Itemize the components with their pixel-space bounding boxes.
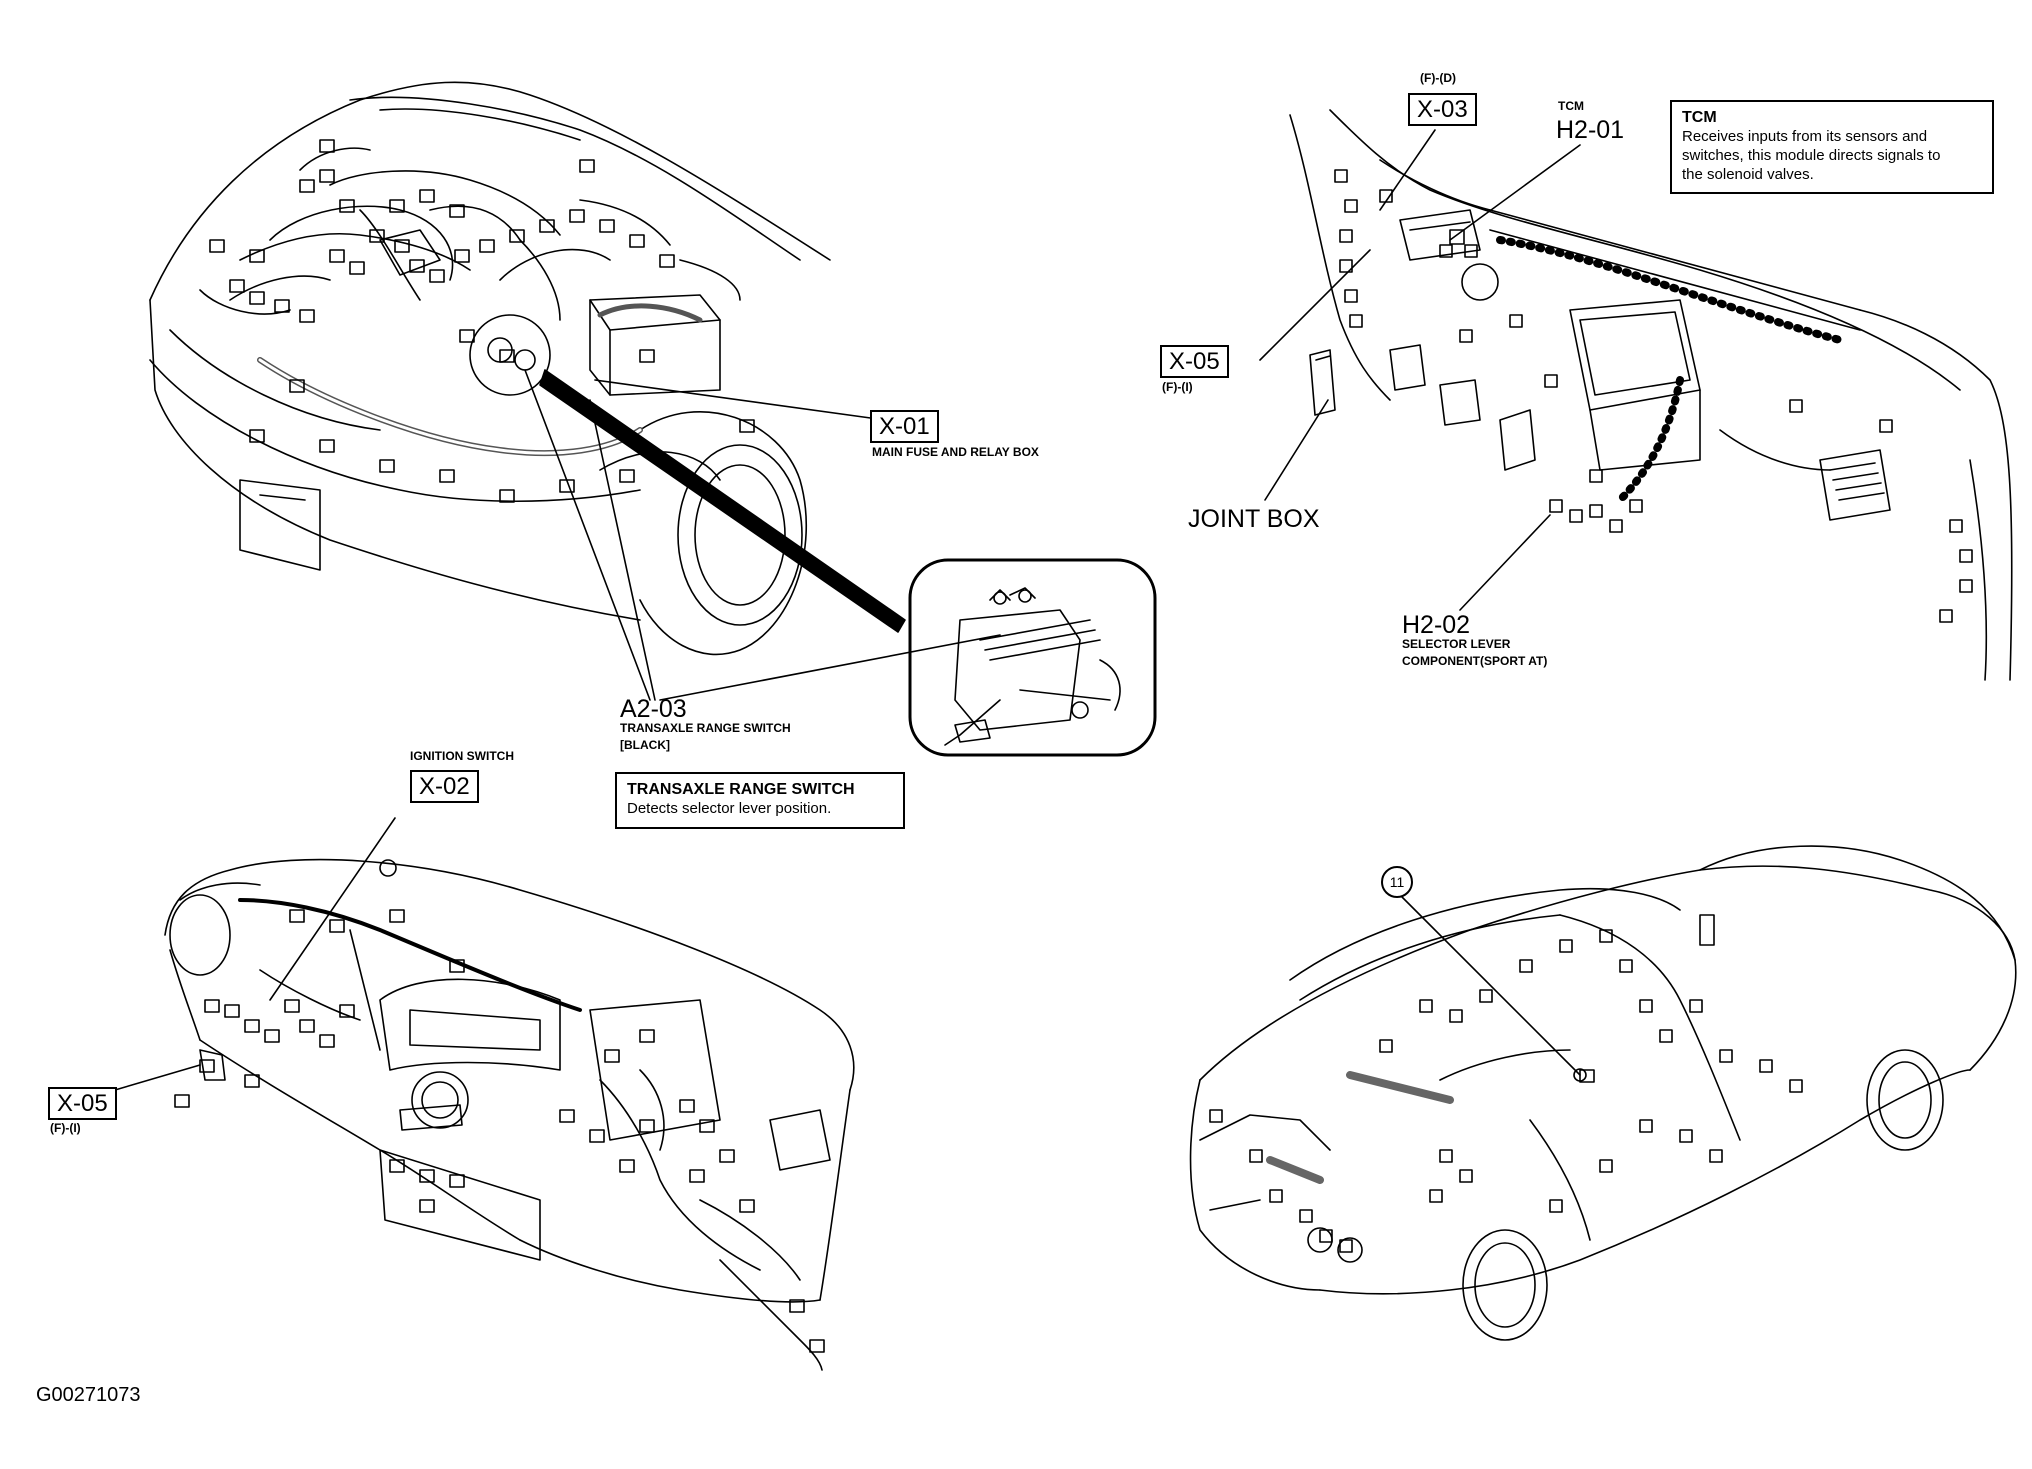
x02-description: IGNITION SWITCH xyxy=(410,749,514,763)
h202-description-2: COMPONENT(SPORT AT) xyxy=(1402,654,1548,668)
x03-connector-code: X-03 xyxy=(1408,93,1477,126)
h201-connector-code: H2-01 xyxy=(1556,116,1625,144)
vehicle-body-illustration xyxy=(1189,845,2017,1341)
h202-connector-code: H2-02 xyxy=(1402,611,1471,639)
h201-description: TCM xyxy=(1558,99,1584,113)
instrument-panel-illustration xyxy=(114,817,855,1371)
tcm-info-line-2: switches, this module directs signals to xyxy=(1682,146,1941,164)
a203-description: TRANSAXLE RANGE SWITCH xyxy=(620,721,791,735)
tcm-info: TCM Receives inputs from its sensors and… xyxy=(1670,100,1994,195)
x01-description: MAIN FUSE AND RELAY BOX xyxy=(872,445,1039,459)
x03-reference: (F)-(D) xyxy=(1420,71,1456,85)
h202-description-1: SELECTOR LEVER xyxy=(1402,637,1511,651)
x05-top-reference: (F)-(I) xyxy=(1162,380,1193,394)
trs-info-title: TRANSAXLE RANGE SWITCH xyxy=(627,781,855,798)
figure-id: G00271073 xyxy=(36,1384,141,1406)
x05-bottom-reference: (F)-(I) xyxy=(50,1121,81,1135)
x05-top-connector-code: X-05 xyxy=(1160,345,1229,378)
tcm-info-line-1: Receives inputs from its sensors and xyxy=(1682,128,1928,145)
trs-info-line: Detects selector lever position. xyxy=(627,800,832,817)
engine-bay-illustration xyxy=(149,81,1157,757)
x02-connector-code: X-02 xyxy=(410,770,479,803)
a203-color: [BLACK] xyxy=(620,738,670,752)
x01-connector-code: X-01 xyxy=(870,410,939,443)
tcm-info-line-3: the solenoid valves. xyxy=(1682,165,1814,183)
a203-connector-code: A2-03 xyxy=(620,695,687,723)
x05-bottom-connector-code: X-05 xyxy=(48,1087,117,1120)
reference-number-11: 11 xyxy=(1381,866,1413,898)
dashboard-top-illustration xyxy=(1259,109,2013,681)
transaxle-range-switch-info: TRANSAXLE RANGE SWITCH Detects selector … xyxy=(615,772,905,829)
joint-box-label: JOINT BOX xyxy=(1188,505,1320,533)
tcm-info-title: TCM xyxy=(1682,109,1717,126)
